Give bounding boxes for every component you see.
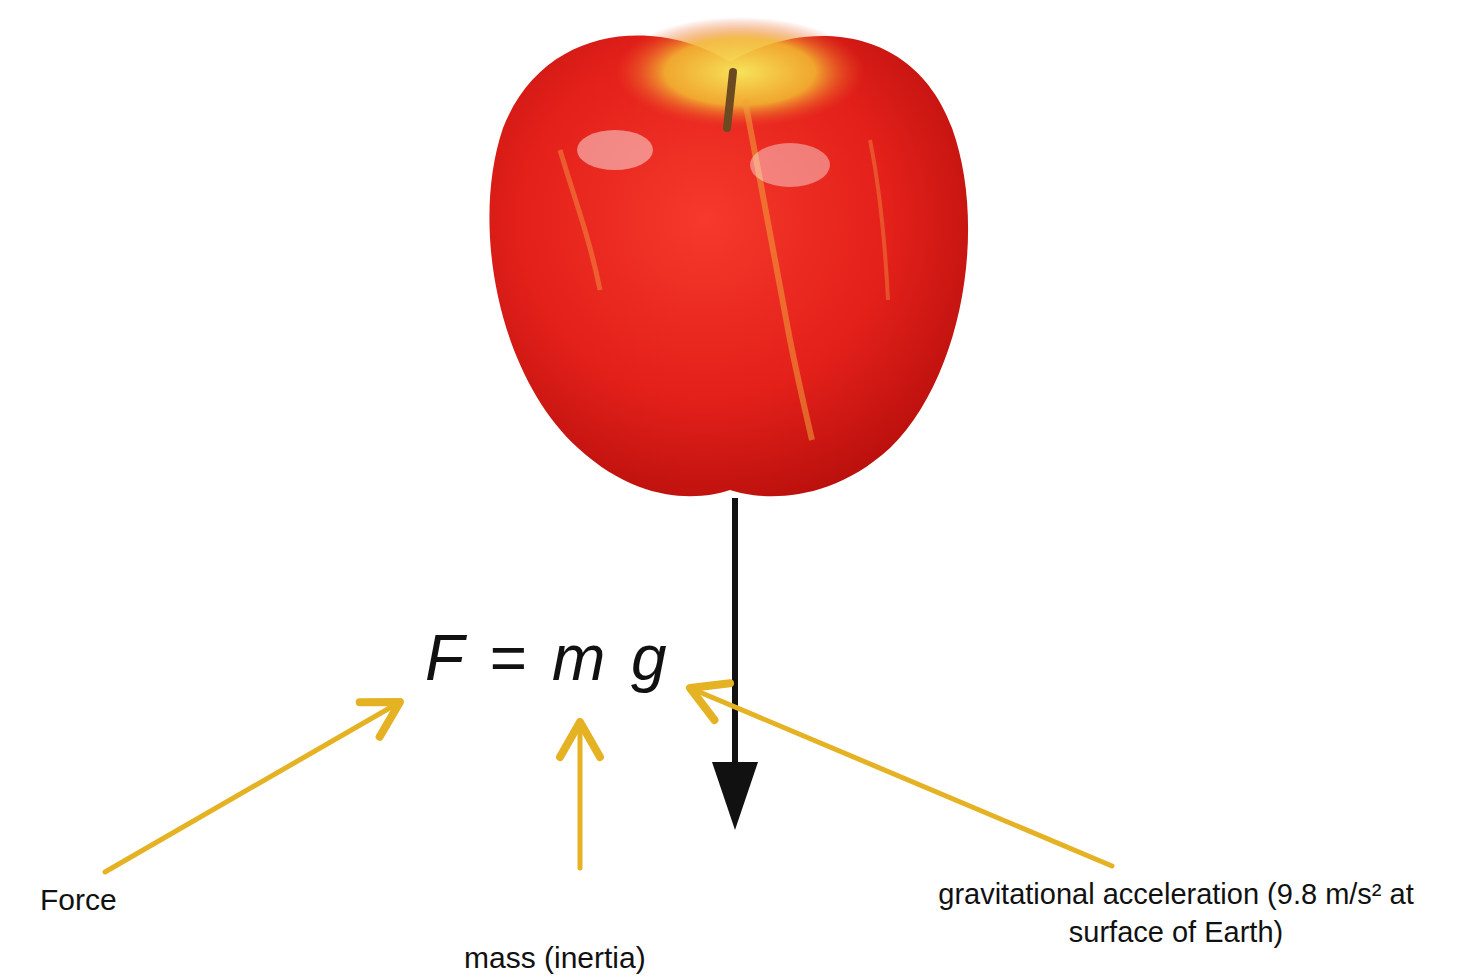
equation: F = m g xyxy=(425,622,667,696)
force-label: Force xyxy=(40,880,117,919)
apple-highlight xyxy=(750,143,830,187)
force-arrow-head xyxy=(712,762,758,830)
force-arrow-shaft xyxy=(732,498,738,765)
apple-yellow-top xyxy=(615,17,865,127)
apple-streak xyxy=(870,140,888,300)
mass-label: mass (inertia) xyxy=(464,938,646,977)
leader-arrow xyxy=(578,722,583,868)
apple-highlight xyxy=(577,130,653,170)
apple-stem xyxy=(727,72,733,128)
force-arrow xyxy=(712,498,758,830)
apple-body xyxy=(489,36,968,497)
apple-streak xyxy=(560,150,600,290)
leader-arrow xyxy=(690,688,1112,866)
leader-arrows xyxy=(105,688,1112,872)
leader-arrow xyxy=(105,702,400,872)
apple xyxy=(489,17,968,496)
gravity-label: gravitational acceleration (9.8 m/s² at … xyxy=(891,876,1461,951)
